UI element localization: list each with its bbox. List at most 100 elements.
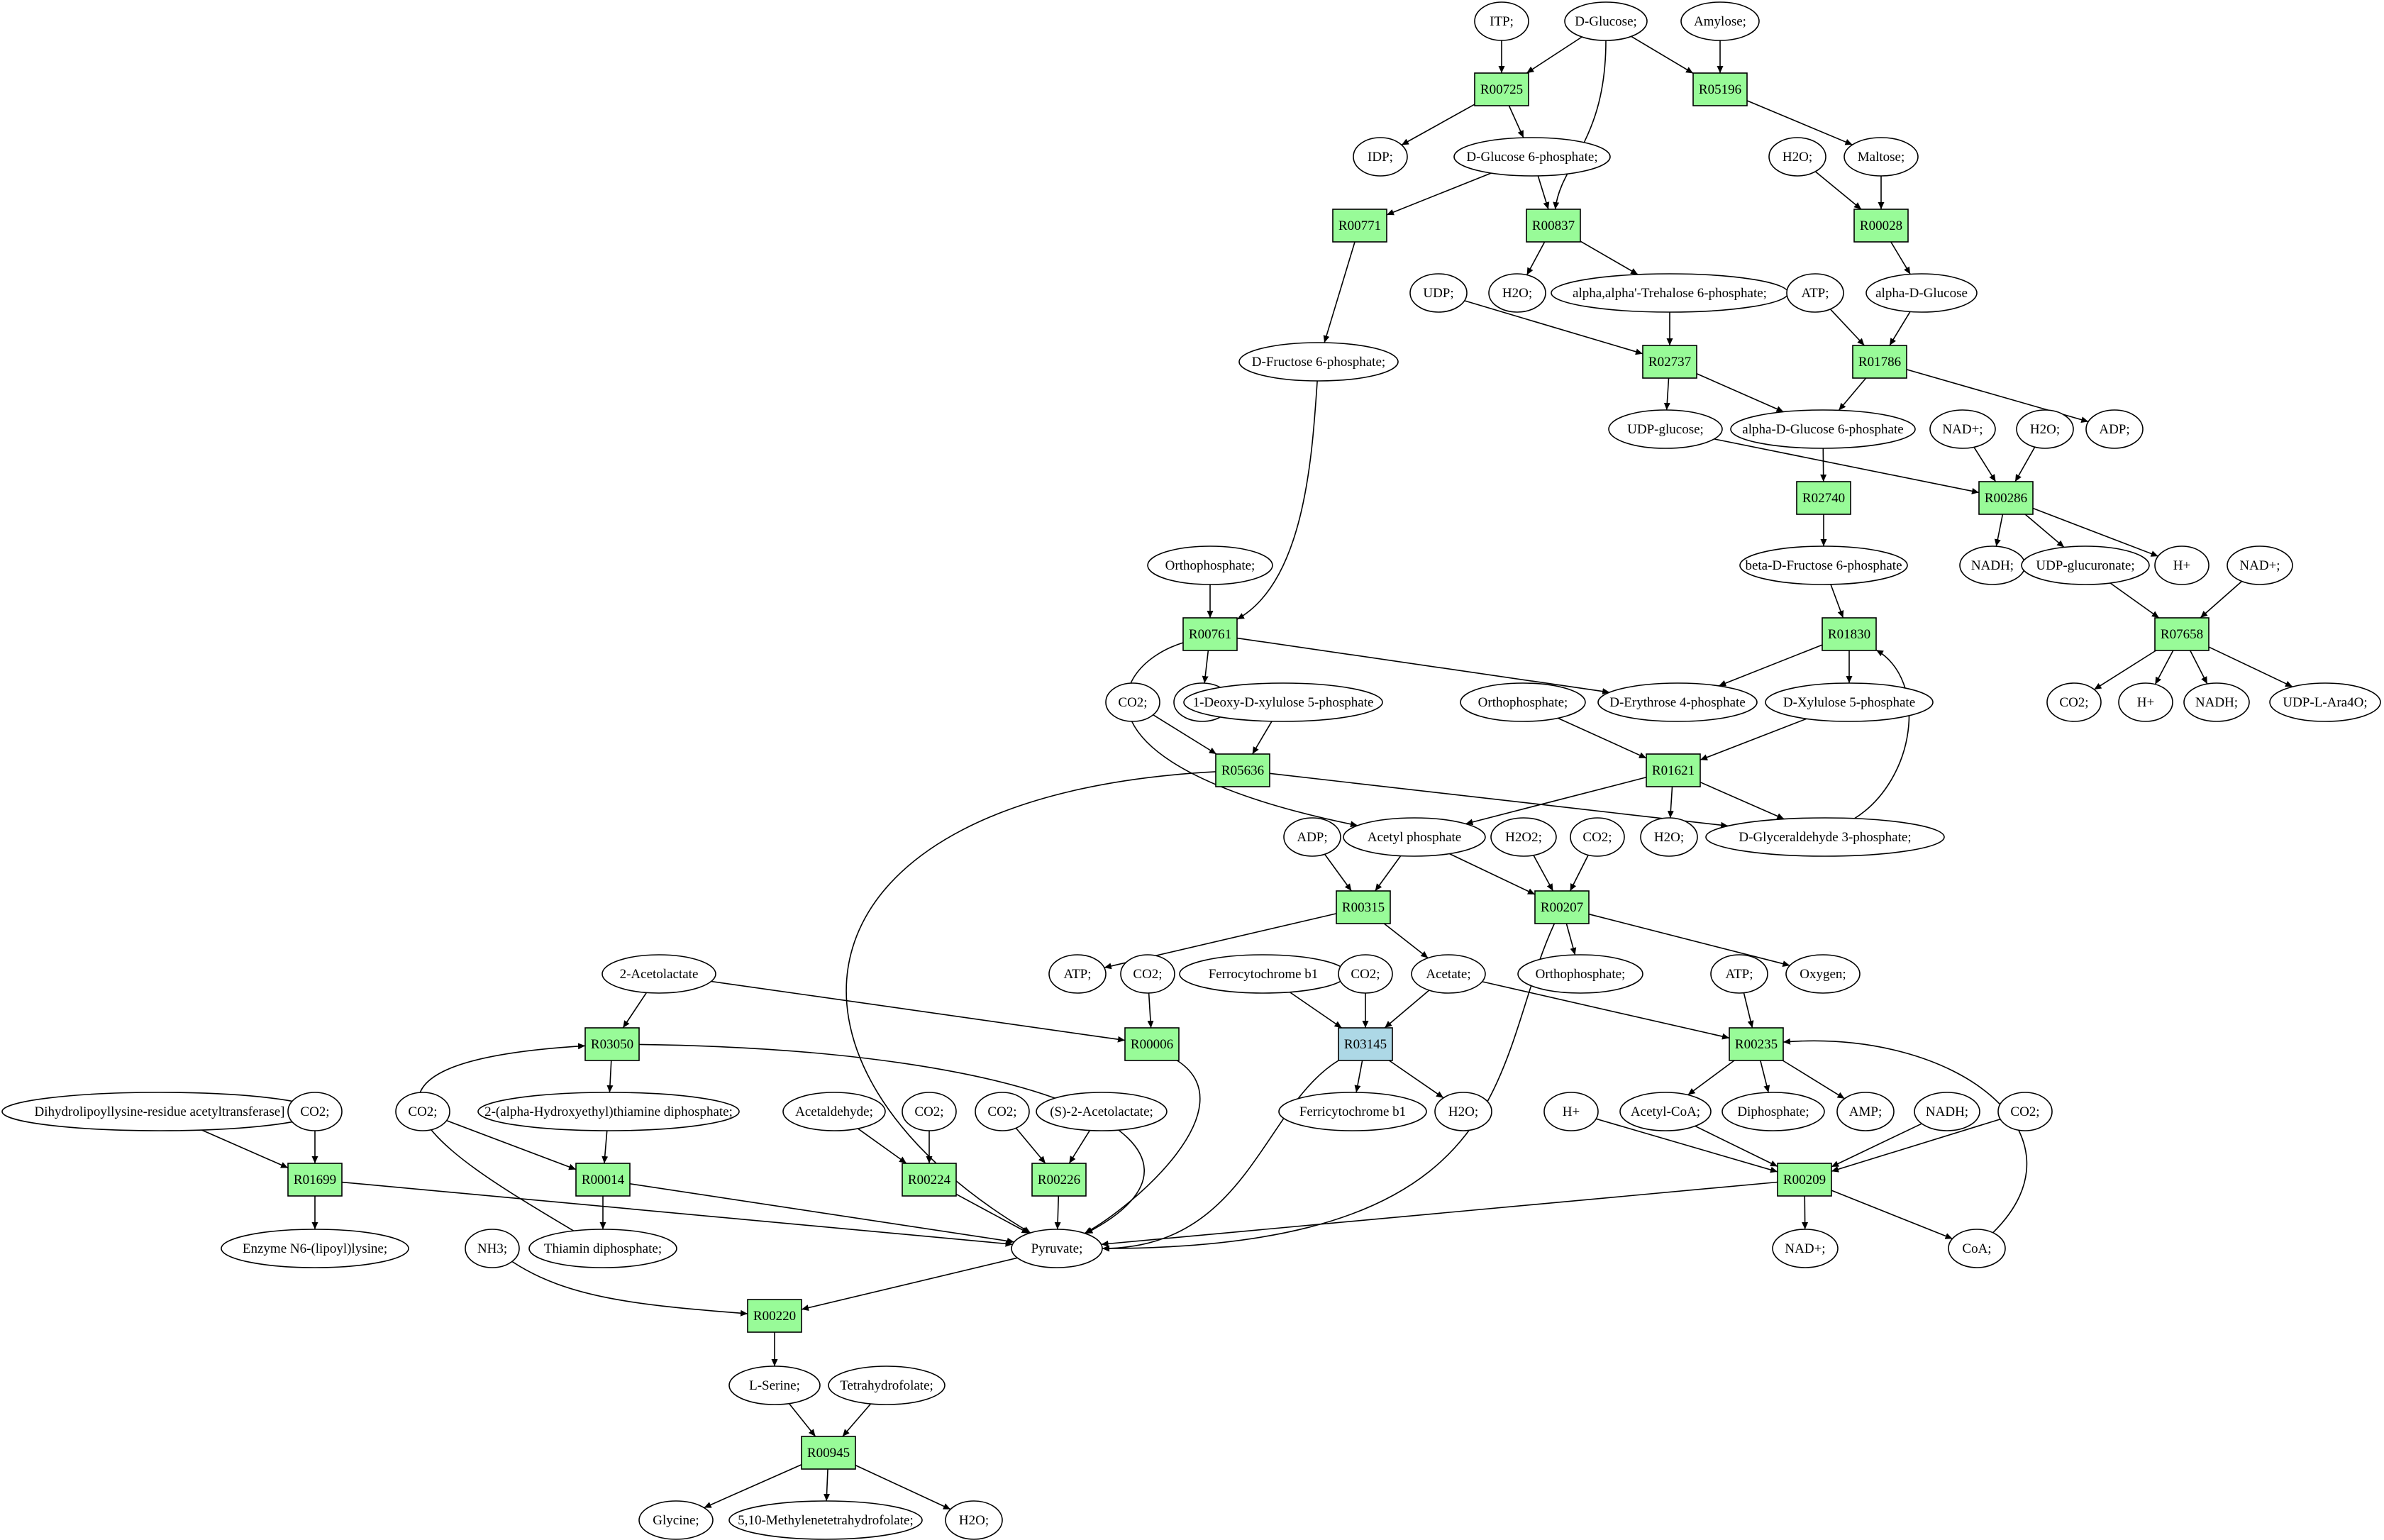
metabolite-co2_d[interactable]: CO2; [1120, 954, 1175, 994]
reaction-R00226[interactable]: R00226 [1031, 1163, 1087, 1197]
metabolite-sacetolactate[interactable]: (S)-2-Acetolactate; [1036, 1092, 1168, 1131]
metabolite-amylose[interactable]: Amylose; [1680, 1, 1760, 41]
metabolite-h2o_g[interactable]: H2O; [945, 1500, 1003, 1540]
metabolite-dihydrolipoyl[interactable]: Dihydrolipoyllysine-residue acetyltransf… [1, 1092, 318, 1131]
reaction-R00837[interactable]: R00837 [1526, 209, 1581, 243]
metabolite-acetolactate[interactable]: 2-Acetolactate [601, 954, 716, 994]
reaction-R07658[interactable]: R07658 [2154, 617, 2210, 651]
metabolite-co2_h[interactable]: CO2; [902, 1092, 957, 1131]
metabolite-orthophosphate_c[interactable]: Orthophosphate; [1517, 954, 1643, 994]
reaction-R00235[interactable]: R00235 [1729, 1027, 1784, 1061]
metabolite-h2o2[interactable]: H2O2; [1490, 817, 1557, 857]
metabolite-thiaminedp[interactable]: Thiamin diphosphate; [528, 1229, 677, 1268]
metabolite-dxp[interactable]: 1-Deoxy-D-xylulose 5-phosphate [1183, 682, 1383, 722]
metabolite-acetylcoa[interactable]: Acetyl-CoA; [1619, 1092, 1712, 1131]
metabolite-udpglucose[interactable]: UDP-glucose; [1608, 409, 1723, 449]
metabolite-hplus_c[interactable]: H+ [1543, 1092, 1599, 1131]
metabolite-co2_f[interactable]: CO2; [287, 1092, 343, 1131]
reaction-R01621[interactable]: R01621 [1646, 753, 1701, 787]
metabolite-diphosphate[interactable]: Diphosphate; [1722, 1092, 1825, 1131]
metabolite-nadh_c[interactable]: NADH; [1914, 1092, 1980, 1131]
reaction-R03050[interactable]: R03050 [584, 1027, 640, 1061]
metabolite-acetaldehyde[interactable]: Acetaldehyde; [782, 1092, 886, 1131]
reaction-R00220[interactable]: R00220 [747, 1299, 802, 1333]
metabolite-bdf6p[interactable]: beta-D-Fructose 6-phosphate [1739, 545, 1908, 585]
reaction-R00771[interactable]: R00771 [1332, 209, 1387, 243]
metabolite-f6p[interactable]: D-Fructose 6-phosphate; [1238, 342, 1399, 382]
metabolite-ferrocyt[interactable]: Ferrocytochrome b1 [1179, 954, 1348, 994]
metabolite-h2o_b[interactable]: H2O; [1488, 273, 1546, 313]
metabolite-orthophosphate_b[interactable]: Orthophosphate; [1460, 682, 1586, 722]
reaction-R00028[interactable]: R00028 [1853, 209, 1909, 243]
reaction-R01699[interactable]: R01699 [287, 1163, 343, 1197]
reaction-R00014[interactable]: R00014 [575, 1163, 631, 1197]
reaction-R00315[interactable]: R00315 [1336, 890, 1391, 924]
metabolite-lserine[interactable]: L-Serine; [728, 1365, 821, 1405]
metabolite-itp[interactable]: ITP; [1474, 1, 1529, 41]
reaction-R00209[interactable]: R00209 [1777, 1163, 1832, 1197]
metabolite-co2_i[interactable]: CO2; [975, 1092, 1030, 1131]
metabolite-dglucose[interactable]: D-Glucose; [1564, 1, 1648, 41]
reaction-R02737[interactable]: R02737 [1642, 345, 1697, 379]
metabolite-nadh_a[interactable]: NADH; [1959, 545, 2026, 585]
metabolite-co2_a[interactable]: CO2; [1105, 682, 1160, 722]
metabolite-coa[interactable]: CoA; [1948, 1229, 2006, 1268]
metabolite-trehalose6p[interactable]: alpha,alpha'-Trehalose 6-phosphate; [1551, 273, 1789, 313]
metabolite-co2_b[interactable]: CO2; [2046, 682, 2102, 722]
metabolite-idp[interactable]: IDP; [1353, 137, 1408, 177]
reaction-R00207[interactable]: R00207 [1534, 890, 1590, 924]
metabolite-hplus_b[interactable]: H+ [2118, 682, 2173, 722]
metabolite-methylenethf[interactable]: 5,10-Methylenetetrahydrofolate; [728, 1500, 923, 1540]
metabolite-nadh_b[interactable]: NADH; [2183, 682, 2250, 722]
metabolite-h2o_a[interactable]: H2O; [1768, 137, 1826, 177]
metabolite-de4p[interactable]: D-Erythrose 4-phosphate [1597, 682, 1758, 722]
metabolite-adg6p[interactable]: alpha-D-Glucose 6-phosphate [1730, 409, 1916, 449]
metabolite-nadp_a[interactable]: NAD+; [1929, 409, 1996, 449]
metabolite-dg6p[interactable]: D-Glucose 6-phosphate; [1453, 137, 1611, 177]
metabolite-orthophosphate_a[interactable]: Orthophosphate; [1147, 545, 1273, 585]
metabolite-nadp_c[interactable]: NAD+; [1772, 1229, 1839, 1268]
metabolite-h2o_c[interactable]: H2O; [2016, 409, 2074, 449]
metabolite-pyruvate[interactable]: Pyruvate; [1011, 1229, 1103, 1268]
metabolite-hplus_a[interactable]: H+ [2154, 545, 2210, 585]
metabolite-dx5p[interactable]: D-Xylulose 5-phosphate [1765, 682, 1934, 722]
metabolite-h2o_f[interactable]: H2O; [1434, 1092, 1492, 1131]
metabolite-atp_b[interactable]: ATP; [1048, 954, 1107, 994]
metabolite-atp_a[interactable]: ATP; [1786, 273, 1844, 313]
metabolite-acetate[interactable]: Acetate; [1411, 954, 1486, 994]
reaction-R00945[interactable]: R00945 [801, 1436, 856, 1470]
metabolite-co2_g[interactable]: CO2; [395, 1092, 450, 1131]
metabolite-oxygen[interactable]: Oxygen; [1785, 954, 1861, 994]
reaction-R00286[interactable]: R00286 [1978, 481, 2034, 515]
metabolite-udpara[interactable]: UDP-L-Ara4O; [2269, 682, 2381, 722]
metabolite-udpglucuronate[interactable]: UDP-glucuronate; [2021, 545, 2150, 585]
metabolite-udp[interactable]: UDP; [1409, 273, 1468, 313]
reaction-R00761[interactable]: R00761 [1182, 617, 1238, 651]
metabolite-g3p[interactable]: D-Glyceraldehyde 3-phosphate; [1705, 817, 1945, 857]
reaction-R00725[interactable]: R00725 [1474, 72, 1529, 106]
metabolite-amp[interactable]: AMP; [1836, 1092, 1895, 1131]
metabolite-atp_c[interactable]: ATP; [1710, 954, 1768, 994]
reaction-R05196[interactable]: R05196 [1692, 72, 1748, 106]
reaction-R01830[interactable]: R01830 [1822, 617, 1877, 651]
metabolite-nh3[interactable]: NH3; [465, 1229, 520, 1268]
metabolite-adp_b[interactable]: ADP; [1283, 817, 1341, 857]
metabolite-alphadglucose[interactable]: alpha-D-Glucose [1865, 273, 1978, 313]
metabolite-hethdp[interactable]: 2-(alpha-Hydroxyethyl)thiamine diphospha… [477, 1092, 740, 1131]
metabolite-adp_a[interactable]: ADP; [2085, 409, 2144, 449]
metabolite-thf[interactable]: Tetrahydrofolate; [828, 1365, 946, 1405]
reaction-R05636[interactable]: R05636 [1215, 753, 1270, 787]
metabolite-co2_c[interactable]: CO2; [1570, 817, 1625, 857]
metabolite-ferricyt[interactable]: Ferricytochrome b1 [1278, 1092, 1427, 1131]
metabolite-co2_e[interactable]: CO2; [1338, 954, 1393, 994]
metabolite-nadp_b[interactable]: NAD+; [2227, 545, 2293, 585]
reaction-R00006[interactable]: R00006 [1124, 1027, 1180, 1061]
reaction-R01786[interactable]: R01786 [1852, 345, 1907, 379]
reaction-R02740[interactable]: R02740 [1796, 481, 1851, 515]
metabolite-enzymelipoyl[interactable]: Enzyme N6-(lipoyl)lysine; [221, 1229, 409, 1268]
metabolite-acetylphosphate[interactable]: Acetyl phosphate [1343, 817, 1486, 857]
reaction-R00224[interactable]: R00224 [902, 1163, 957, 1197]
metabolite-glycine[interactable]: Glycine; [638, 1500, 714, 1540]
metabolite-co2_j[interactable]: CO2; [1997, 1092, 2053, 1131]
metabolite-h2o_e[interactable]: H2O; [1640, 817, 1698, 857]
